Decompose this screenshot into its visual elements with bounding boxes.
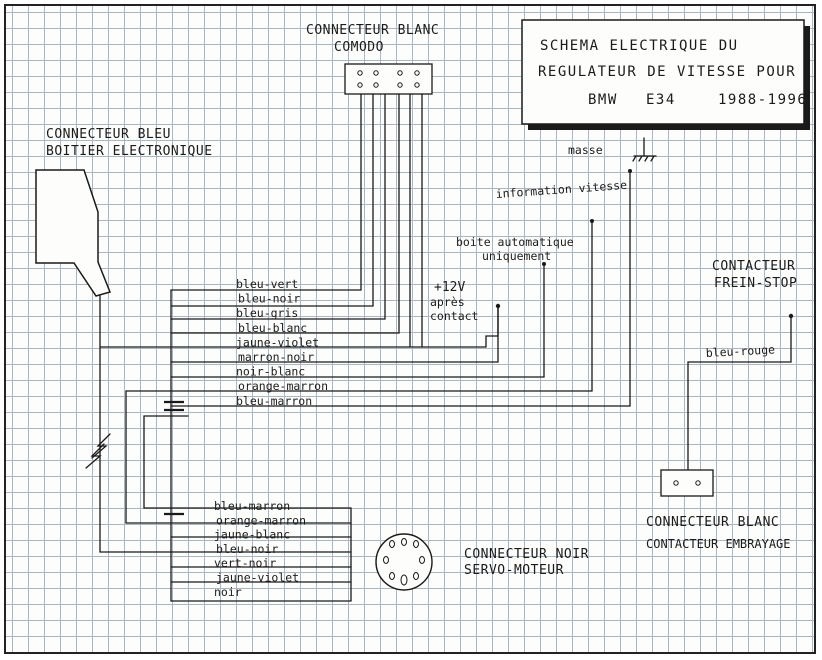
servo-wire-label-0: bleu-marron: [214, 499, 290, 513]
ecu-label-line-1: CONNECTEUR BLEU: [46, 127, 171, 142]
clutch-label-line-2: CONTACTEUR EMBRAYAGE: [646, 537, 791, 551]
automatic-gearbox-label-1: boite automatique: [456, 235, 574, 249]
upper-wire-label-1: bleu-noir: [238, 292, 300, 306]
servo-wire-label-1: orange-marron: [216, 513, 306, 527]
title-chassis: E34: [646, 92, 676, 108]
servo-wire-label-4: vert-noir: [214, 556, 276, 570]
upper-wire-label-7: orange-marron: [238, 379, 328, 393]
servo-wire-labels: bleu-marronorange-marronjaune-blancbleu-…: [214, 499, 306, 599]
ecu-connector-body: [35, 169, 112, 297]
automatic-gearbox-label-2: uniquement: [482, 249, 551, 263]
ground-label: masse: [568, 143, 603, 157]
ignition-12v-label: +12V: [434, 280, 465, 295]
ecu-connector: CONNECTEUR BLEU BOITIER ELECTRONIQUE: [35, 127, 213, 297]
clutch-connector-body: [660, 469, 714, 497]
clutch-connector: CONNECTEUR BLANC CONTACTEUR EMBRAYAGE: [646, 469, 791, 551]
upper-wire-label-5: marron-noir: [238, 350, 314, 364]
title-block: SCHEMA ELECTRIQUE DU REGULATEUR DE VITES…: [521, 19, 810, 130]
servo-wire-label-2: jaune-blanc: [214, 528, 290, 542]
comodo-label-line-1: CONNECTEUR BLANC: [306, 23, 439, 38]
title-line-1: SCHEMA ELECTRIQUE DU: [540, 38, 739, 54]
wiring-diagram: SCHEMA ELECTRIQUE DU REGULATEUR DE VITES…: [35, 19, 810, 602]
upper-wire-label-8: bleu-marron: [236, 394, 312, 408]
upper-wire-label-6: noir-blanc: [236, 365, 305, 379]
ecu-label-line-2: BOITIER ELECTRONIQUE: [46, 144, 213, 159]
upper-wire-labels: bleu-vertbleu-noirbleu-grisbleu-blancjau…: [236, 277, 328, 408]
brake-wire-label: bleu-rouge: [705, 342, 775, 360]
comodo-connector-body: [344, 63, 433, 95]
servo-wire-label-6: noir: [214, 585, 242, 599]
title-years: 1988-1996: [718, 92, 807, 108]
servo-label-line-1: CONNECTEUR NOIR: [464, 547, 589, 562]
upper-wire-label-2: bleu-gris: [236, 306, 298, 320]
title-model: BMW: [588, 92, 618, 108]
servo-connector-body: [375, 533, 433, 591]
wire-harness: [85, 93, 794, 602]
comodo-pins: [357, 70, 420, 88]
servo-connector: CONNECTEUR NOIR SERVO-MOTEUR: [375, 533, 589, 591]
upper-wire-label-0: bleu-vert: [236, 277, 298, 291]
ignition-after-label: après: [430, 295, 465, 309]
brake-label-line-1: CONTACTEUR: [712, 259, 795, 274]
ground-symbol: masse: [568, 137, 657, 162]
brake-label-line-2: FREIN-STOP: [714, 276, 797, 291]
wiring-diagram-sheet: SCHEMA ELECTRIQUE DU REGULATEUR DE VITES…: [4, 4, 816, 654]
servo-label-line-2: SERVO-MOTEUR: [464, 563, 564, 578]
speed-signal-label: information vitesse: [495, 178, 627, 201]
brake-switch: CONTACTEUR FREIN-STOP bleu-rouge: [705, 259, 797, 360]
upper-wire-label-3: bleu-blanc: [238, 321, 307, 335]
comodo-connector: CONNECTEUR BLANC COMODO: [306, 23, 439, 95]
upper-wire-label-4: jaune-violet: [236, 335, 319, 349]
servo-wire-label-5: jaune-violet: [216, 571, 299, 585]
comodo-label-line-2: COMODO: [334, 40, 384, 55]
servo-wire-label-3: bleu-noir: [216, 542, 278, 556]
title-line-2: REGULATEUR DE VITESSE POUR: [538, 64, 796, 80]
servo-pins: [383, 538, 425, 586]
ignition-contact-label: contact: [430, 309, 478, 323]
clutch-label-line-1: CONNECTEUR BLANC: [646, 515, 779, 530]
